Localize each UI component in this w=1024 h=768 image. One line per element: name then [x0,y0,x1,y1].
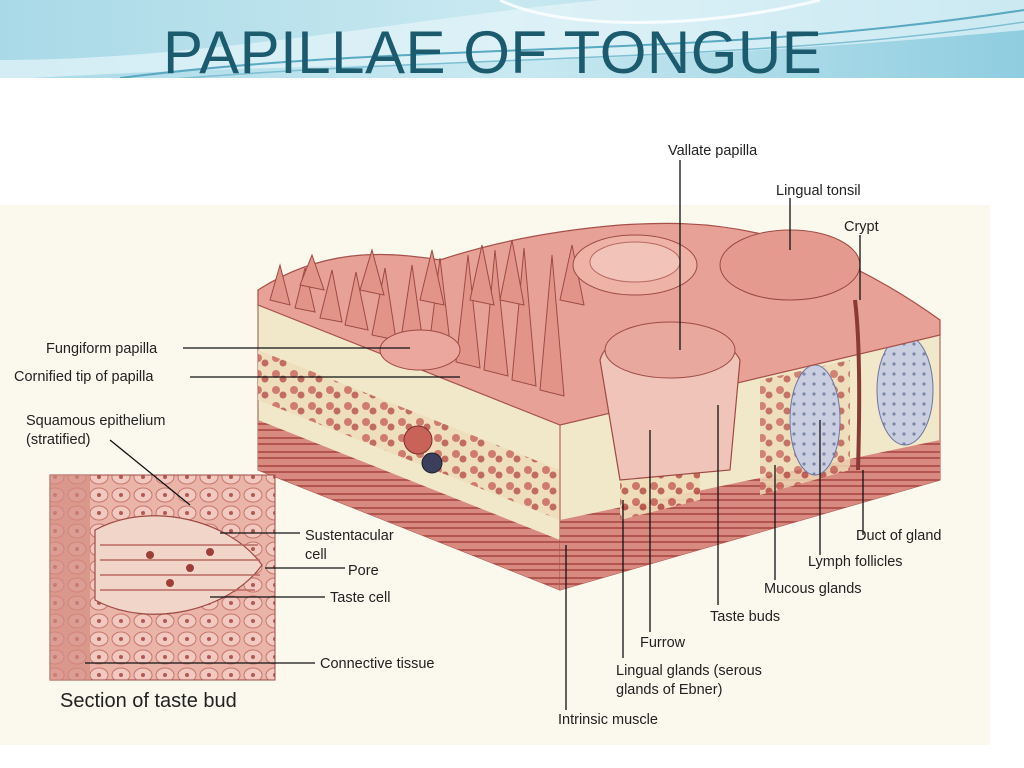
label-connective-tissue: Connective tissue [320,656,435,672]
label-squamous-epithelium: Squamous epithelium [26,413,166,429]
label-sustentacular-cell-2: cell [305,547,327,563]
label-sustentacular-cell-1: Sustentacular [305,528,394,544]
label-cornified-tip: Cornified tip of papilla [14,369,154,385]
label-pore: Pore [348,563,379,579]
tongue-diagram [0,80,990,745]
label-duct-of-gland: Duct of gland [856,528,942,544]
label-stratified: (stratified) [26,432,91,448]
label-furrow: Furrow [640,635,686,651]
label-intrinsic-muscle: Intrinsic muscle [558,712,658,728]
header-banner [0,0,1024,85]
label-fungiform-papilla: Fungiform papilla [46,341,158,357]
label-lymph-follicles: Lymph follicles [808,554,903,570]
fungiform-papilla-shape [379,329,461,371]
taste-bud-section-inset [49,474,276,681]
inset-caption: Section of taste bud [60,690,237,712]
label-lingual-glands-2: glands of Ebner) [616,682,723,698]
label-crypt: Crypt [844,219,879,235]
label-taste-cell: Taste cell [330,590,391,606]
slide-title: PAPILLAE OF TONGUE [163,19,823,86]
label-mucous-glands: Mucous glands [764,581,862,597]
label-taste-buds: Taste buds [710,609,781,625]
label-vallate-papilla: Vallate papilla [668,143,758,159]
label-lingual-glands-1: Lingual glands (serous [616,663,762,679]
label-lingual-tonsil: Lingual tonsil [776,183,861,199]
leader-lines [85,160,864,710]
